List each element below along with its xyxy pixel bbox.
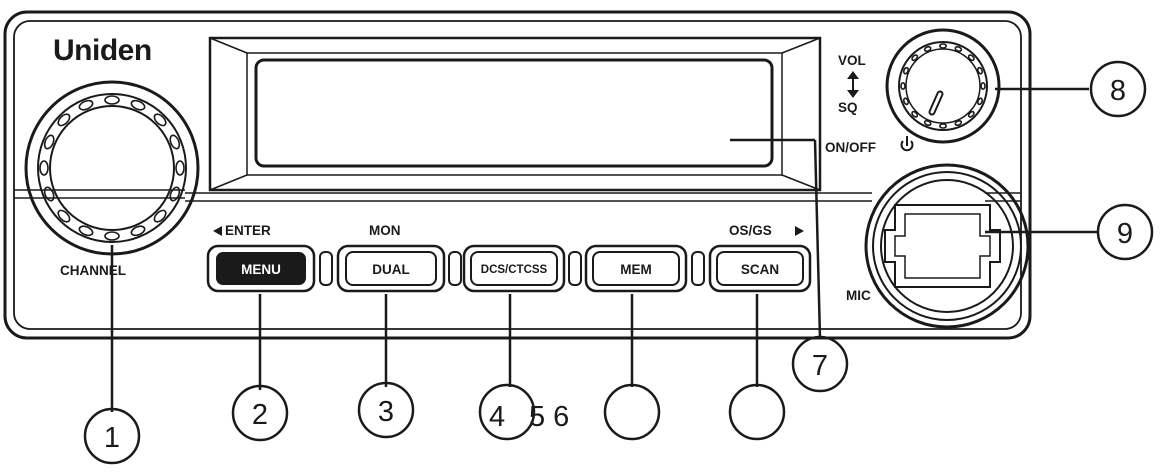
scan-button[interactable]: SCAN xyxy=(708,244,812,293)
callout-1: 1 xyxy=(83,407,141,465)
knurl-ridge xyxy=(976,97,984,106)
knurl-ridge xyxy=(923,119,932,127)
button-separator xyxy=(568,251,582,286)
knurl-ridge xyxy=(130,225,146,237)
knurl-ridge xyxy=(153,113,167,127)
dual-button-label: DUAL xyxy=(372,262,410,277)
knurl-ridge xyxy=(57,113,71,127)
callout-6 xyxy=(728,383,786,441)
on-off-label: ON/OFF xyxy=(825,140,876,155)
channel-label: CHANNEL xyxy=(60,263,126,278)
knurl-ridge xyxy=(78,225,94,237)
dual-button[interactable]: DUAL xyxy=(336,244,446,293)
knurl-ridge xyxy=(902,97,910,106)
svg-text:7: 7 xyxy=(812,350,828,382)
callout-8: 8 xyxy=(1089,60,1147,118)
knurl-ridge xyxy=(78,99,94,111)
menu-button-label: MENU xyxy=(241,262,281,277)
callout-3: 3 xyxy=(357,381,415,439)
knurl-ridge xyxy=(104,231,120,241)
dcs-ctcss-button-label: DCS/CTCSS xyxy=(481,264,548,276)
volume-squelch-knob[interactable] xyxy=(885,28,1001,144)
callout-9: 9 xyxy=(1096,203,1154,261)
os-gs-label: OS/GS xyxy=(729,223,772,238)
svg-text:1: 1 xyxy=(104,422,120,454)
knurl-ridge xyxy=(967,110,975,118)
callout-5 xyxy=(603,383,661,441)
knurl-ridge xyxy=(39,160,49,176)
brand-logo: Uniden xyxy=(53,34,152,67)
os-gs-right-arrow-icon xyxy=(795,226,804,236)
menu-button[interactable]: MENU xyxy=(206,244,316,293)
vol-sq-arrow-icon xyxy=(847,71,859,98)
knurl-ridge xyxy=(967,54,975,62)
knurl-ridge xyxy=(939,123,948,129)
power-icon xyxy=(900,136,914,152)
callout-4: 4 5 6 xyxy=(478,383,569,441)
knurl-ridge xyxy=(153,209,167,223)
dcs-ctcss-button[interactable]: DCS/CTCSS xyxy=(462,244,566,293)
knurl-ridge xyxy=(169,134,181,150)
mic-label: MIC xyxy=(846,288,871,303)
sq-label: SQ xyxy=(838,100,858,115)
knurl-ridge xyxy=(900,82,906,91)
knurl-ridge xyxy=(911,110,919,118)
channel-knob[interactable] xyxy=(24,80,200,256)
knurl-ridge xyxy=(104,95,120,105)
lcd-display xyxy=(208,36,822,192)
svg-text:9: 9 xyxy=(1117,218,1133,250)
enter-left-arrow-icon xyxy=(213,226,222,236)
callout-2: 2 xyxy=(231,384,289,442)
mem-button[interactable]: MEM xyxy=(584,244,688,293)
button-separator xyxy=(448,251,462,286)
knurl-ridge xyxy=(902,66,910,75)
knurl-ridge xyxy=(938,43,947,49)
mic-jack[interactable] xyxy=(864,163,1030,329)
vol-label: VOL xyxy=(838,53,866,68)
front-panel xyxy=(3,10,1032,340)
svg-text:4: 4 xyxy=(489,401,505,433)
scan-button-label: SCAN xyxy=(741,262,779,277)
mon-label: MON xyxy=(369,223,401,238)
leader-lines xyxy=(110,87,1098,412)
knurl-ridge xyxy=(980,81,986,90)
loose-numbers-text: 5 6 xyxy=(529,401,569,433)
knurl-ridge xyxy=(57,209,71,223)
knurl-ridge xyxy=(175,160,185,176)
button-separator xyxy=(319,251,333,286)
knurl-ridge xyxy=(911,54,919,62)
knurl-ridge xyxy=(43,186,55,202)
knurl-ridge xyxy=(923,45,932,53)
svg-text:8: 8 xyxy=(1110,75,1126,107)
svg-text:2: 2 xyxy=(252,399,268,431)
callout-7: 7 xyxy=(791,335,849,393)
enter-label: ENTER xyxy=(225,223,271,238)
svg-text:3: 3 xyxy=(378,396,394,428)
button-separator xyxy=(691,251,705,286)
mem-button-label: MEM xyxy=(620,262,652,277)
knurl-ridge xyxy=(43,134,55,150)
knurl-ridge xyxy=(169,186,181,202)
knurl-ridge xyxy=(130,99,146,111)
knurl-ridge xyxy=(954,119,963,127)
knurl-ridge xyxy=(976,66,984,75)
knurl-ridge xyxy=(954,45,963,53)
